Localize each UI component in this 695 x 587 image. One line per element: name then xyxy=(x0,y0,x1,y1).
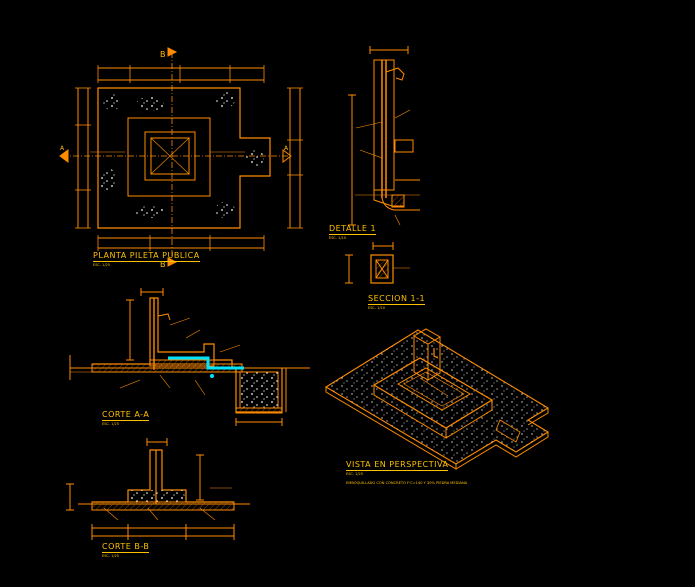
section-mark-a-left: A xyxy=(60,145,65,152)
scale-seccion: ESC. 1/10 xyxy=(368,306,385,310)
perspective-view xyxy=(324,328,550,470)
scale-corte-b: ESC. 1/25 xyxy=(102,554,119,558)
plan-view xyxy=(59,47,303,267)
section-mark-b-bottom: B xyxy=(160,260,166,269)
title-perspectiva: VISTA EN PERSPECTIVA xyxy=(346,460,449,471)
title-planta: PLANTA PILETA PUBLICA xyxy=(93,251,200,262)
section-b-b xyxy=(66,438,250,540)
title-seccion: SECCION 1-1 xyxy=(368,294,426,305)
scale-detalle: ESC. 1/10 xyxy=(329,236,346,240)
drain-pipe xyxy=(168,356,244,370)
scale-perspectiva: ESC. 1/25 xyxy=(346,472,363,476)
title-corte-b: CORTE B-B xyxy=(102,542,150,553)
drain-pipe-elbow xyxy=(210,374,214,378)
note-perspectiva: EMBOQUILLADO CON CONCRETO F'C=140 Y 30% … xyxy=(346,481,468,485)
section-mark-b-top: B xyxy=(160,50,166,59)
scale-planta: ESC. 1/25 xyxy=(93,263,110,267)
section-1-1 xyxy=(345,242,410,284)
section-mark-a-right: A xyxy=(284,145,289,152)
detail-1 xyxy=(348,46,420,226)
section-a-a xyxy=(69,288,310,426)
title-detalle: DETALLE 1 xyxy=(329,224,377,235)
title-corte-a: CORTE A-A xyxy=(102,410,150,421)
scale-corte-a: ESC. 1/25 xyxy=(102,422,119,426)
